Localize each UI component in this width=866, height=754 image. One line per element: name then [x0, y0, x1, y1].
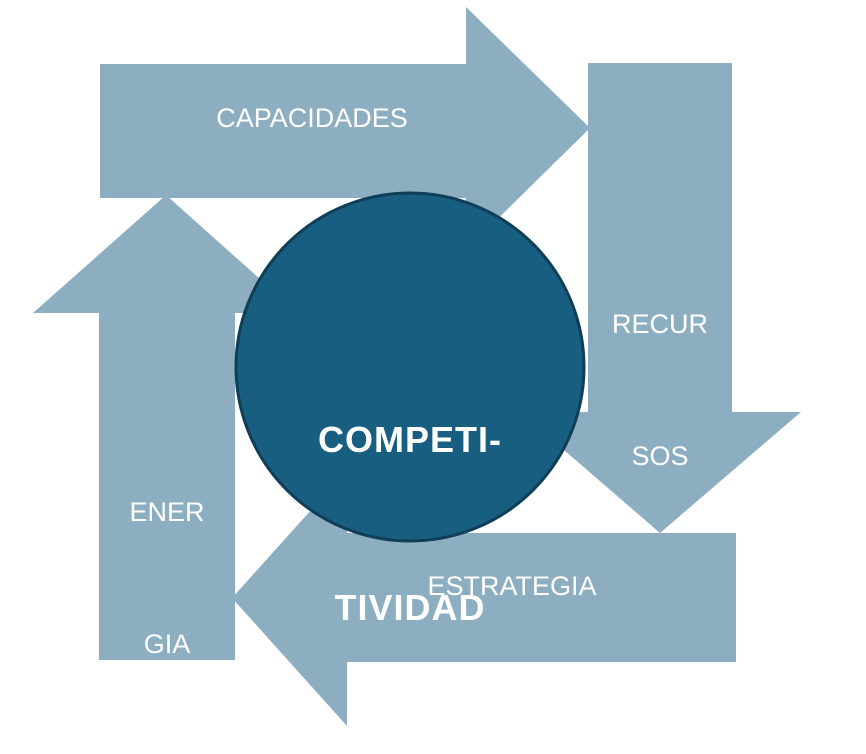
center-label-line2: TIVIDAD [334, 587, 486, 628]
center-label-line1: COMPETI- [318, 419, 502, 460]
label-recursos-line1: RECUR [611, 309, 708, 339]
arrow-recursos [520, 63, 801, 533]
cycle-diagram: CAPACIDADES RECUR SOS ESTRATEGIA ENER GI… [33, 7, 801, 726]
label-energia: ENER GIA [99, 402, 235, 754]
center-label: COMPETI- TIVIDAD [280, 300, 540, 748]
center-circle [234, 191, 586, 543]
label-estrategia: ESTRATEGIA [427, 571, 597, 601]
label-capacidades: CAPACIDADES [216, 103, 408, 133]
label-recursos: RECUR SOS [588, 214, 732, 566]
arrow-capacidades [100, 7, 590, 250]
label-energia-line1: ENER [129, 497, 205, 527]
arrow-energia [33, 195, 298, 660]
label-recursos-line2: SOS [631, 441, 689, 471]
label-energia-line2: GIA [143, 629, 191, 659]
diagram-canvas [33, 7, 801, 726]
